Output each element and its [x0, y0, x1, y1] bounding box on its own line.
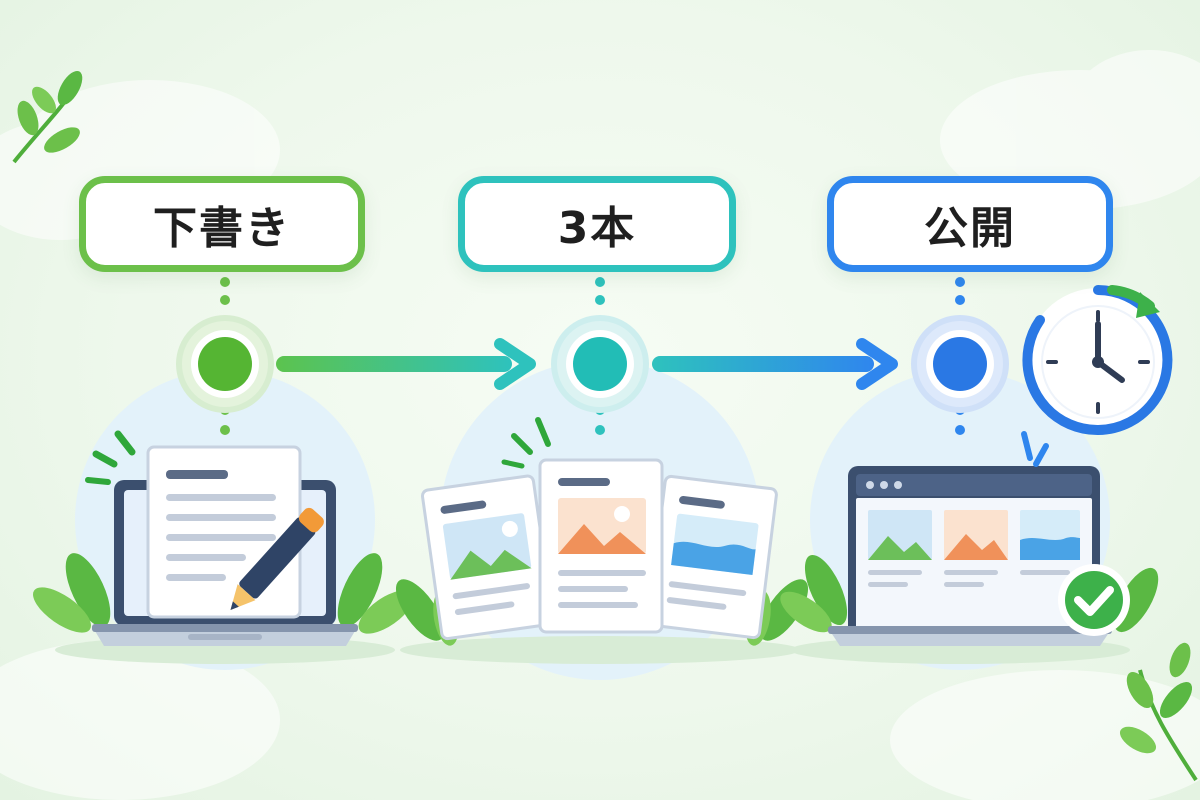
leaf-sprig-bottom-right-icon	[1119, 642, 1198, 782]
arrow-step-2-to-3	[652, 338, 898, 390]
arrow-step-1-to-2	[276, 338, 536, 390]
scheduled-clock-icon	[1022, 285, 1173, 435]
step-1-label: 下書き	[79, 176, 365, 272]
step-1-node	[176, 315, 274, 413]
laptop-with-document-and-pencil-icon	[33, 430, 414, 646]
three-article-cards-icon	[395, 417, 809, 646]
step-3-node	[911, 315, 1009, 413]
published-website-icon	[780, 431, 1159, 646]
step-2-ground	[400, 636, 800, 664]
step-3-label: 公開	[827, 176, 1113, 272]
step-2-label: 3本	[458, 176, 736, 272]
leaf-sprig-top-left-icon	[12, 70, 83, 164]
check-circle-icon	[1058, 564, 1130, 636]
step-2-node	[551, 315, 649, 413]
